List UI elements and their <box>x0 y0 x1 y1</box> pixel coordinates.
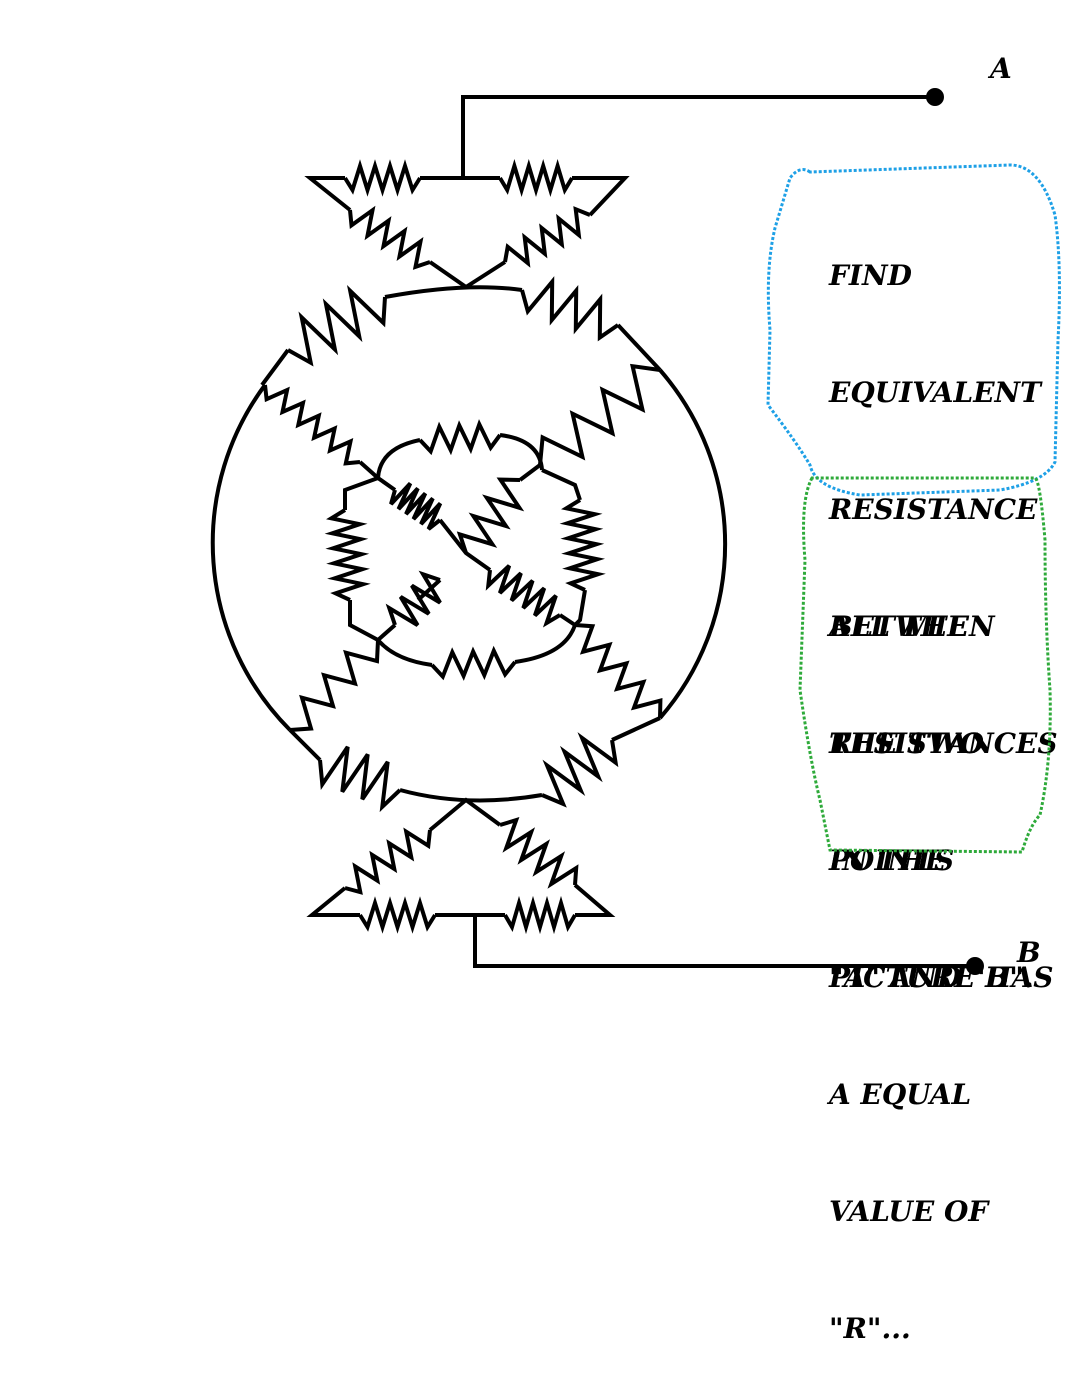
bottom-triangle-wires <box>306 797 616 917</box>
resistor-symbol <box>541 732 619 808</box>
terminal-a-label: A <box>987 52 1012 85</box>
resistor-symbol <box>348 205 431 270</box>
resistor-symbol <box>344 827 432 895</box>
note-values-line: IN THE <box>829 844 947 877</box>
resistor-symbol <box>385 570 442 627</box>
wire-a <box>461 95 935 178</box>
resistor-symbol <box>318 745 402 813</box>
resistor-symbol <box>289 639 380 732</box>
resistor-symbol <box>503 206 591 268</box>
resistor-symbol <box>456 477 525 554</box>
resistor-symbol <box>559 498 606 592</box>
resistor-symbol <box>418 419 502 456</box>
resistor-symbol <box>343 159 422 197</box>
terminal-b-label: B <box>1016 936 1041 969</box>
outer-ring-bottom <box>288 716 661 803</box>
resistor-symbol <box>287 285 387 367</box>
inner-loop-sides <box>343 468 587 642</box>
terminal-a <box>926 88 944 106</box>
note-find-line: "A" AND "B". <box>829 961 1034 994</box>
wire-b <box>473 915 975 968</box>
note-values-line: ALL THE <box>829 610 969 643</box>
resistor-symbol <box>498 159 574 197</box>
resistor-symbol <box>538 363 661 466</box>
circuit-diagram: A B <box>210 52 1041 975</box>
resistor-symbol <box>430 645 517 681</box>
resistor-symbol <box>520 276 620 342</box>
note-find-line: EQUIVALENT <box>829 376 1041 409</box>
resistor-symbol <box>324 508 371 602</box>
note-values: ALL THE RESISTANCES IN THE PICTURE HAS A… <box>829 529 1058 1387</box>
resistor-symbol <box>358 896 437 934</box>
resistor-symbol <box>503 895 577 935</box>
resistor-group <box>263 159 663 935</box>
inner-loop-bottom <box>376 624 577 667</box>
resistor-symbol <box>485 564 562 628</box>
resistor-symbol <box>574 623 663 719</box>
inner-loop-top <box>376 433 544 479</box>
note-values-line: "R"... <box>829 1312 911 1345</box>
note-find-line: FIND <box>829 259 912 292</box>
resistor-symbol <box>263 384 361 466</box>
outer-ring-top <box>260 285 662 387</box>
resistor-symbol <box>499 817 579 889</box>
note-values-line: VALUE OF <box>829 1195 989 1228</box>
top-triangle-wires <box>304 176 630 290</box>
note-values-line: A EQUAL <box>829 1078 972 1111</box>
terminal-b <box>966 957 984 975</box>
outer-ring <box>210 368 728 732</box>
note-values-line: RESISTANCES <box>829 727 1058 760</box>
note-values-line: PICTURE HAS <box>829 961 1054 994</box>
note-find-line: RESISTANCE <box>829 493 1038 526</box>
resistor-symbol <box>389 482 443 531</box>
